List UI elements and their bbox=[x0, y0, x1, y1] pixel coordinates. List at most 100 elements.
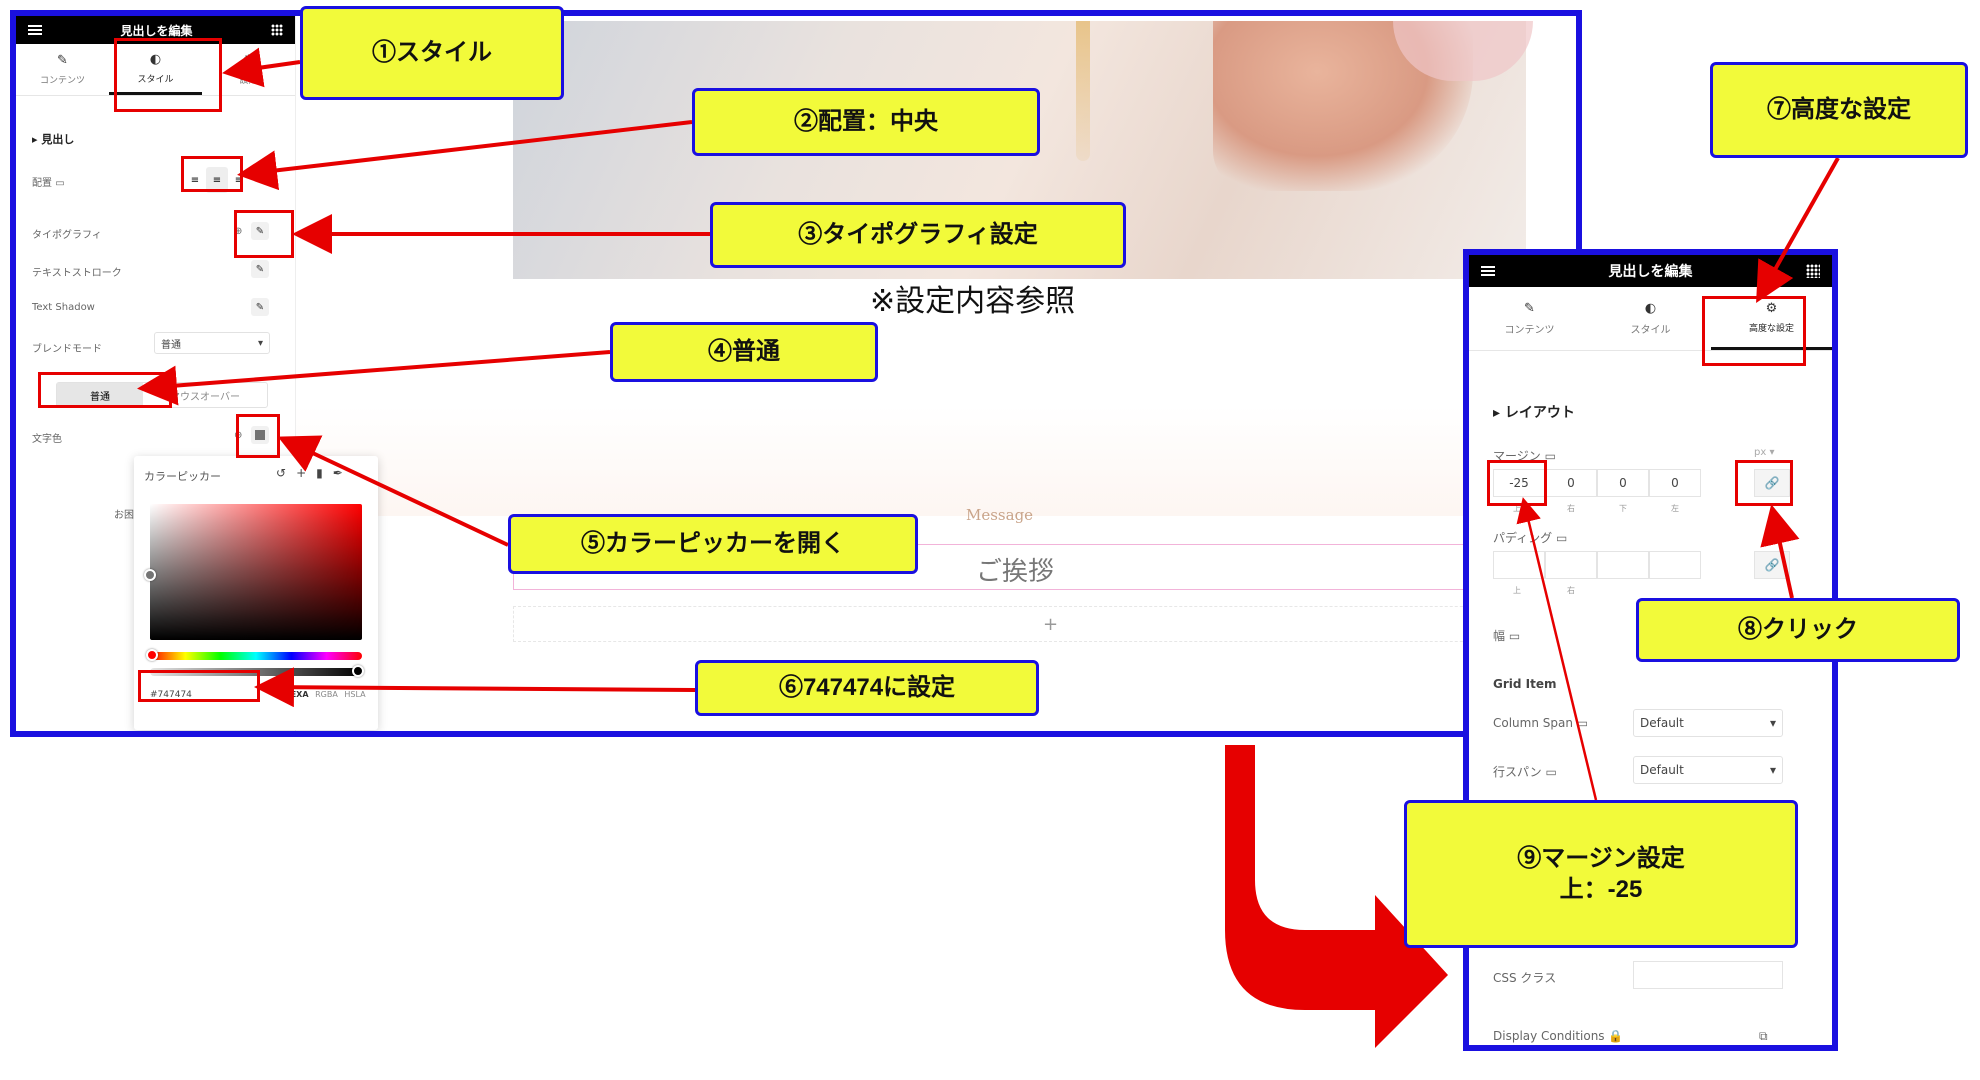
text-color-label: 文字色 bbox=[32, 434, 62, 445]
add-swatch-icon[interactable]: + bbox=[296, 466, 317, 480]
desktop-icon[interactable]: ▭ bbox=[1544, 449, 1556, 463]
pencil-icon: ✎ bbox=[1524, 301, 1535, 316]
panel-title: 見出しを編集 bbox=[120, 23, 193, 38]
padding-top-caption: 上 bbox=[1513, 586, 1521, 595]
settings-note: ※設定内容参照 bbox=[870, 284, 1076, 319]
section-heading-label: 見出し bbox=[41, 133, 75, 146]
text-color-swatch-button[interactable] bbox=[251, 426, 269, 444]
padding-right-input[interactable] bbox=[1545, 551, 1597, 579]
section-background bbox=[296, 406, 1576, 516]
tab-content-label: コンテンツ bbox=[39, 76, 85, 86]
css-class-input[interactable] bbox=[1633, 961, 1783, 989]
padding-bottom-input[interactable] bbox=[1597, 551, 1649, 579]
eyedropper-icon[interactable]: ✒ bbox=[332, 466, 353, 480]
callout-set-color: ⑥747474に設定 bbox=[695, 660, 1039, 716]
css-class-label: CSS クラス bbox=[1493, 971, 1557, 985]
column-span-label: Column Span ▭ bbox=[1493, 716, 1589, 730]
highlight-link-button bbox=[1735, 460, 1793, 506]
desktop-icon[interactable]: ▭ bbox=[55, 178, 65, 189]
hue-handle[interactable] bbox=[146, 649, 158, 661]
desktop-icon[interactable]: ▭ bbox=[1545, 765, 1557, 779]
tab-style-label: スタイル bbox=[1630, 325, 1671, 336]
highlight-normal-tab bbox=[38, 372, 172, 408]
highlight-margin-top bbox=[1487, 460, 1547, 506]
widgets-grid-icon[interactable] bbox=[270, 24, 283, 36]
state-tab-hover[interactable]: マウスオーバー bbox=[170, 391, 240, 403]
unit-select[interactable]: px ▾ bbox=[1754, 447, 1775, 458]
section-heading-toggle[interactable]: ▸ 見出し bbox=[32, 131, 74, 147]
margin-left-caption: 左 bbox=[1671, 504, 1679, 513]
align-label: 配置 ▭ bbox=[32, 178, 65, 189]
desktop-icon[interactable]: ▭ bbox=[1508, 629, 1521, 643]
desktop-icon[interactable]: ▭ bbox=[1576, 716, 1589, 730]
blend-mode-label: ブレンドモード bbox=[32, 344, 102, 355]
state-tab-normal[interactable]: 普通 bbox=[57, 383, 143, 407]
conditions-icon[interactable]: ⧉ bbox=[1759, 1029, 1768, 1043]
text-stroke-label: テキストストローク bbox=[32, 268, 122, 279]
typography-label: タイポグラフィ bbox=[32, 230, 102, 241]
callout-click: ⑧クリック bbox=[1636, 598, 1960, 662]
text-shadow-edit-button[interactable]: ✎ bbox=[251, 298, 269, 316]
align-left-button[interactable]: ≡ bbox=[190, 174, 200, 186]
column-span-value: Default bbox=[1640, 716, 1684, 730]
caret-right-icon: ▸ bbox=[32, 133, 42, 146]
hex-input[interactable]: #747474 bbox=[150, 690, 192, 700]
margin-bottom-caption: 下 bbox=[1619, 504, 1627, 513]
saturation-area[interactable] bbox=[144, 504, 362, 640]
margin-left-input[interactable]: 0 bbox=[1649, 469, 1701, 497]
arrow-9 bbox=[1516, 497, 1598, 801]
pencil-icon: ✎ bbox=[255, 263, 265, 275]
padding-left-input[interactable] bbox=[1649, 551, 1701, 579]
desktop-icon[interactable]: ▭ bbox=[1556, 531, 1568, 545]
format-rgba[interactable]: RGBA bbox=[315, 690, 338, 699]
tab-style[interactable]: ◐ スタイル bbox=[109, 44, 202, 95]
format-hsla[interactable]: HSLA bbox=[344, 690, 366, 699]
arrow-6 bbox=[254, 667, 696, 708]
link-icon: 🔗 bbox=[1764, 558, 1780, 572]
caret-right-icon: ▸ bbox=[1493, 405, 1505, 421]
add-element-area[interactable]: + bbox=[513, 606, 1576, 642]
highlight-style-tab bbox=[114, 38, 222, 112]
flow-arrow bbox=[1225, 745, 1448, 1048]
layout-section-toggle[interactable]: ▸ レイアウト bbox=[1493, 402, 1575, 422]
format-hexa[interactable]: HEXA bbox=[284, 690, 309, 699]
saturation-handle[interactable] bbox=[144, 569, 156, 581]
padding-label: パディング ▭ bbox=[1493, 531, 1568, 545]
pencil-icon: ✎ bbox=[255, 225, 265, 237]
margin-bottom-input[interactable]: 0 bbox=[1597, 469, 1649, 497]
color-picker-title: カラーピッカー bbox=[144, 470, 221, 483]
alpha-handle[interactable] bbox=[352, 665, 364, 677]
hamburger-menu-icon[interactable] bbox=[28, 25, 42, 35]
globe-icon[interactable]: ⊕ bbox=[234, 226, 243, 237]
padding-top-input[interactable] bbox=[1493, 551, 1545, 579]
highlight-typography bbox=[234, 210, 294, 258]
pencil-icon: ✎ bbox=[57, 53, 68, 68]
chevron-down-icon: ▾ bbox=[257, 337, 263, 349]
reset-icon[interactable]: ↺ bbox=[276, 466, 297, 480]
blend-mode-select[interactable]: 普通▾ bbox=[154, 332, 270, 354]
link-values-button[interactable]: 🔗 bbox=[1754, 469, 1790, 497]
greeting-heading[interactable]: ご挨拶 bbox=[976, 557, 1055, 587]
tab-style[interactable]: ◐ スタイル bbox=[1590, 287, 1711, 350]
typography-edit-button[interactable]: ✎ bbox=[251, 222, 269, 240]
hue-slider[interactable] bbox=[146, 649, 362, 661]
text-stroke-edit-button[interactable]: ✎ bbox=[251, 260, 269, 278]
text-shadow-label: Text Shadow bbox=[32, 302, 95, 313]
widgets-grid-icon[interactable] bbox=[1806, 264, 1820, 278]
align-center-button[interactable]: ≡ bbox=[206, 167, 228, 193]
hamburger-menu-icon[interactable] bbox=[1481, 266, 1495, 276]
tab-content[interactable]: ✎ コンテンツ bbox=[16, 44, 109, 95]
half-circle-icon: ◐ bbox=[1644, 301, 1657, 316]
arrow-4 bbox=[137, 350, 611, 406]
column-span-select[interactable]: Default▾ bbox=[1633, 709, 1783, 737]
callout-margin: ⑨マージン設定 上：-25 bbox=[1404, 800, 1798, 948]
arrow-2 bbox=[237, 120, 693, 191]
picker-actions: ↺+▮✒ bbox=[276, 466, 353, 480]
tab-content[interactable]: ✎ コンテンツ bbox=[1469, 287, 1590, 350]
highlight-align-center bbox=[181, 156, 243, 192]
tab-advanced[interactable]: ⚙ 高度な設定 bbox=[1711, 287, 1832, 350]
row-span-select[interactable]: Default▾ bbox=[1633, 756, 1783, 784]
panel-title: 見出しを編集 bbox=[1608, 264, 1693, 280]
trash-icon[interactable]: ▮ bbox=[316, 466, 333, 480]
row-span-label: 行スパン ▭ bbox=[1493, 765, 1557, 779]
